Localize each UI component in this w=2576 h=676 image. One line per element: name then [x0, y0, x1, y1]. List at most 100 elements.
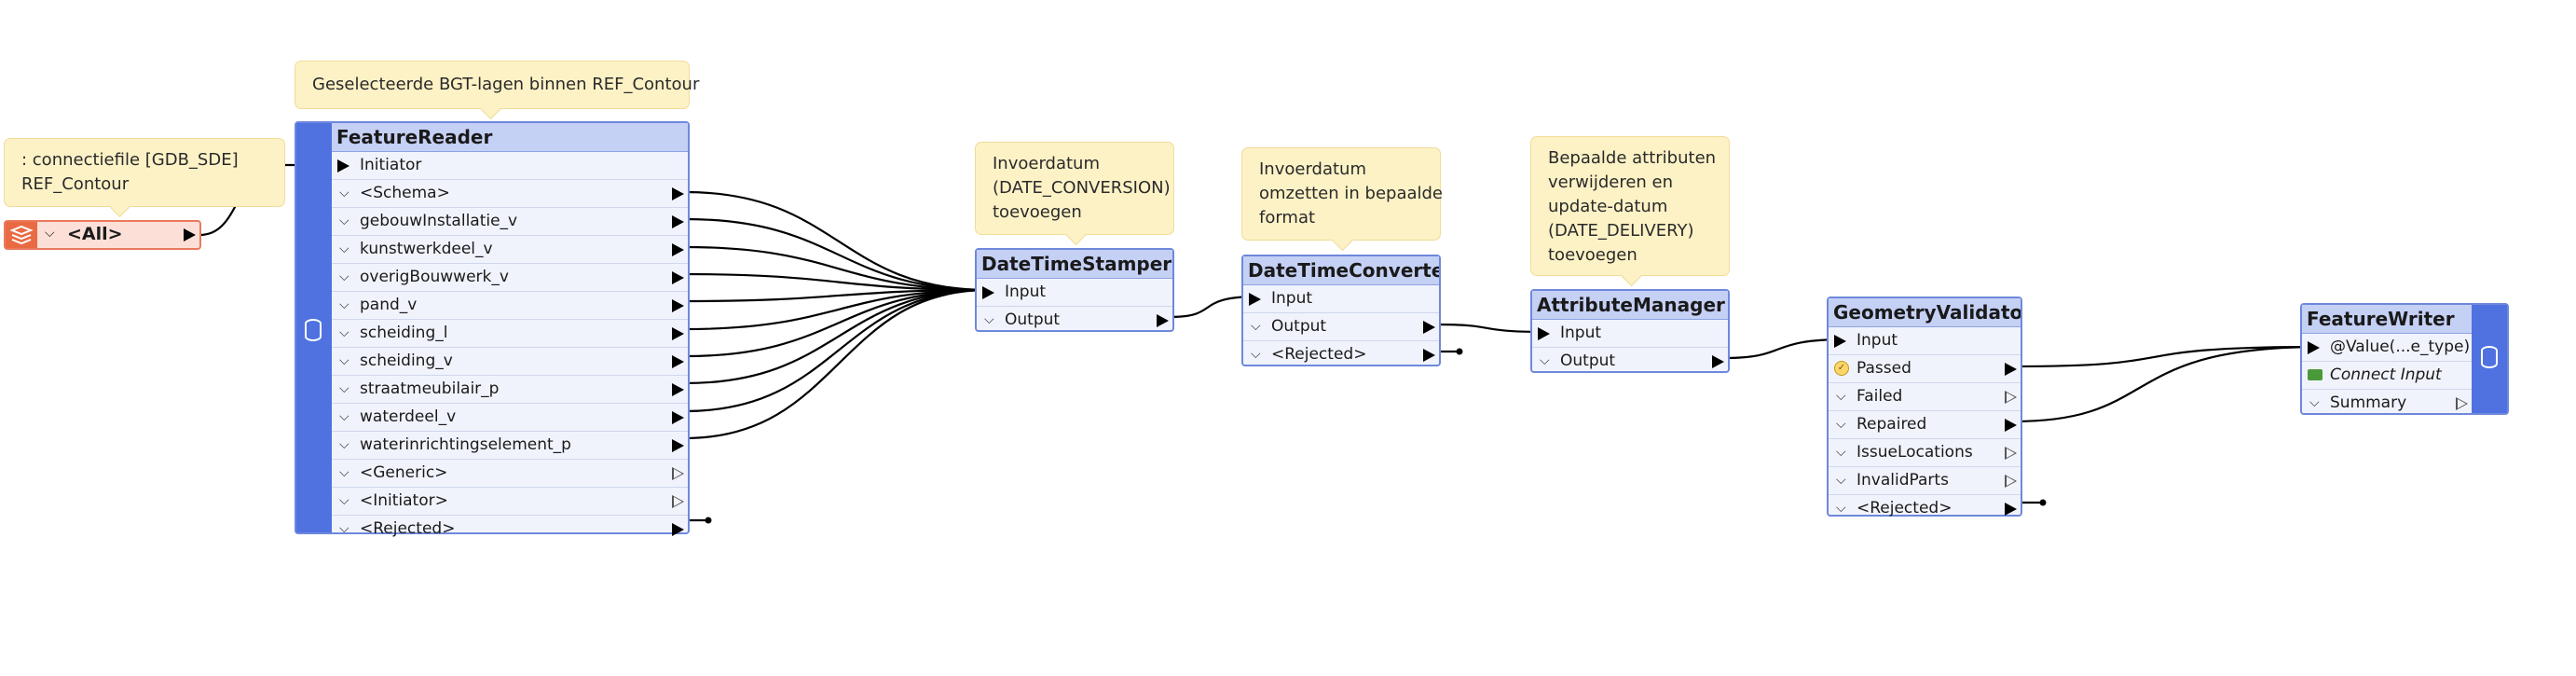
- output-port-icon[interactable]: [2005, 447, 2017, 460]
- output-port-icon[interactable]: [672, 327, 684, 340]
- output-port-pand[interactable]: ⌵pand_v: [332, 292, 688, 320]
- reader-all-node[interactable]: ⌵ <All>: [4, 220, 201, 250]
- chevron-down-icon[interactable]: ⌵: [1836, 501, 1846, 516]
- chevron-down-icon[interactable]: ⌵: [2309, 395, 2320, 410]
- output-port-passed[interactable]: ✓ Passed: [1829, 355, 2021, 383]
- chevron-down-icon[interactable]: ⌵: [1836, 445, 1846, 460]
- annotation-connection[interactable]: : connectiefile [GDB_SDE] REF_Contour: [4, 138, 285, 218]
- output-port-icon[interactable]: [672, 495, 684, 508]
- connect-input-icon[interactable]: [2308, 369, 2323, 380]
- output-port-gebouwinstallatie[interactable]: ⌵gebouwInstallatie_v: [332, 208, 688, 236]
- chevron-down-icon[interactable]: ⌵: [339, 297, 349, 312]
- output-port-icon[interactable]: [672, 215, 684, 228]
- output-port-icon[interactable]: [672, 187, 684, 200]
- chevron-down-icon[interactable]: ⌵: [1836, 417, 1846, 432]
- attribute-manager-transformer[interactable]: AttributeManager Input ⌵ Output: [1530, 289, 1730, 373]
- output-port-icon[interactable]: [1712, 355, 1724, 368]
- output-port-scheiding-v[interactable]: ⌵scheiding_v: [332, 348, 688, 376]
- output-port-icon[interactable]: [672, 355, 684, 368]
- output-port-schema[interactable]: ⌵<Schema>: [332, 180, 688, 208]
- input-port-icon[interactable]: [1834, 335, 1846, 348]
- output-port-icon[interactable]: [2005, 391, 2017, 404]
- chevron-down-icon[interactable]: ⌵: [339, 269, 349, 284]
- output-port-kunstwerkdeel[interactable]: ⌵kunstwerkdeel_v: [332, 236, 688, 264]
- input-port[interactable]: Input: [1829, 327, 2021, 355]
- chevron-down-icon[interactable]: ⌵: [1251, 347, 1261, 362]
- output-port-icon[interactable]: [672, 467, 684, 480]
- output-port-rejected[interactable]: ⌵<Rejected>: [332, 516, 688, 543]
- input-port[interactable]: Input: [977, 279, 1172, 307]
- annotation-converter[interactable]: Invoerdatum omzetten in bepaalde format: [1241, 147, 1443, 252]
- chevron-down-icon[interactable]: ⌵: [339, 521, 349, 536]
- chevron-down-icon[interactable]: ⌵: [1836, 473, 1846, 488]
- chevron-down-icon[interactable]: ⌵: [339, 241, 349, 256]
- output-port-icon[interactable]: [672, 411, 684, 424]
- output-port-waterdeel[interactable]: ⌵waterdeel_v: [332, 404, 688, 432]
- output-port[interactable]: ⌵ Output: [1243, 313, 1439, 341]
- output-port-icon[interactable]: [2005, 419, 2017, 432]
- output-port-invalidparts[interactable]: ⌵ InvalidParts: [1829, 467, 2021, 495]
- chevron-down-icon[interactable]: ⌵: [339, 409, 349, 424]
- output-port-rejected[interactable]: ⌵ <Rejected>: [1829, 495, 2021, 522]
- output-port-icon[interactable]: [672, 383, 684, 396]
- datetime-stamper-transformer[interactable]: DateTimeStamper Input ⌵ Output: [975, 248, 1174, 332]
- output-port-rejected[interactable]: ⌵ <Rejected>: [1243, 341, 1439, 368]
- output-port-failed[interactable]: ⌵ Failed: [1829, 383, 2021, 411]
- connect-input-row[interactable]: Connect Input: [2302, 362, 2472, 390]
- output-port-overigbouwwerk[interactable]: ⌵overigBouwwerk_v: [332, 264, 688, 292]
- chevron-down-icon[interactable]: ⌵: [339, 465, 349, 480]
- feature-reader-transformer[interactable]: FeatureReader Initiator ⌵<Schema> ⌵gebou…: [295, 121, 690, 538]
- output-port-icon[interactable]: [184, 228, 196, 241]
- output-port-generic[interactable]: ⌵<Generic>: [332, 460, 688, 488]
- output-port-icon[interactable]: [672, 243, 684, 256]
- chevron-down-icon[interactable]: ⌵: [45, 226, 55, 241]
- chevron-down-icon[interactable]: ⌵: [339, 353, 349, 368]
- input-port-initiator[interactable]: Initiator: [332, 152, 688, 180]
- chevron-down-icon[interactable]: ⌵: [1251, 319, 1261, 334]
- output-port-icon[interactable]: [672, 439, 684, 452]
- input-port-value[interactable]: @Value(...e_type): [2302, 334, 2472, 362]
- chevron-down-icon[interactable]: ⌵: [339, 381, 349, 396]
- annotation-attribute[interactable]: Bepaalde attributen verwijderen en updat…: [1530, 136, 1730, 287]
- chevron-down-icon[interactable]: ⌵: [984, 312, 994, 327]
- input-port[interactable]: Input: [1532, 320, 1728, 348]
- output-port-repaired[interactable]: ⌵ Repaired: [1829, 411, 2021, 439]
- input-port-icon[interactable]: [2308, 341, 2320, 354]
- output-port-issuelocations[interactable]: ⌵ IssueLocations: [1829, 439, 2021, 467]
- output-port-icon[interactable]: [672, 271, 684, 284]
- chevron-down-icon[interactable]: ⌵: [339, 437, 349, 452]
- annotation-stamper[interactable]: Invoerdatum (DATE_CONVERSION) toevoegen: [975, 142, 1174, 246]
- input-port-icon[interactable]: [337, 159, 349, 172]
- output-port-icon[interactable]: [1423, 321, 1435, 334]
- output-port-icon[interactable]: [2005, 475, 2017, 488]
- output-port-icon[interactable]: [2456, 397, 2468, 410]
- output-port-icon[interactable]: [672, 523, 684, 536]
- output-port[interactable]: ⌵ Output: [1532, 348, 1728, 375]
- output-port-scheiding-l[interactable]: ⌵scheiding_l: [332, 320, 688, 348]
- input-port-icon[interactable]: [1538, 327, 1550, 340]
- chevron-down-icon[interactable]: ⌵: [339, 214, 349, 228]
- datetime-converter-transformer[interactable]: DateTimeConverter Input ⌵ Output ⌵ <Reje…: [1241, 255, 1441, 366]
- input-port-icon[interactable]: [982, 286, 994, 299]
- output-port-waterinrichtingselement[interactable]: ⌵waterinrichtingselement_p: [332, 432, 688, 460]
- feature-writer-transformer[interactable]: FeatureWriter @Value(...e_type) Connect …: [2300, 303, 2509, 415]
- geometry-validator-transformer[interactable]: GeometryValidator Input ✓ Passed ⌵ Faile…: [1827, 297, 2022, 517]
- output-port-icon[interactable]: [2005, 363, 2017, 376]
- chevron-down-icon[interactable]: ⌵: [339, 325, 349, 340]
- output-port-icon[interactable]: [1157, 314, 1169, 327]
- output-port[interactable]: ⌵ Output: [977, 307, 1172, 334]
- output-port-initiator[interactable]: ⌵<Initiator>: [332, 488, 688, 516]
- chevron-down-icon[interactable]: ⌵: [1836, 389, 1846, 404]
- input-port-icon[interactable]: [1249, 293, 1261, 306]
- chevron-down-icon[interactable]: ⌵: [339, 493, 349, 508]
- chevron-down-icon[interactable]: ⌵: [339, 186, 349, 200]
- output-port-straatmeubilair[interactable]: ⌵straatmeubilair_p: [332, 376, 688, 404]
- output-port-icon[interactable]: [1423, 349, 1435, 362]
- output-port-summary[interactable]: ⌵ Summary: [2302, 390, 2472, 417]
- annotation-feature-reader[interactable]: Geselecteerde BGT-lagen binnen REF_Conto…: [295, 61, 699, 120]
- output-port-icon[interactable]: [2005, 503, 2017, 516]
- chevron-down-icon[interactable]: ⌵: [1540, 353, 1550, 368]
- input-port[interactable]: Input: [1243, 285, 1439, 313]
- output-port-icon[interactable]: [672, 299, 684, 312]
